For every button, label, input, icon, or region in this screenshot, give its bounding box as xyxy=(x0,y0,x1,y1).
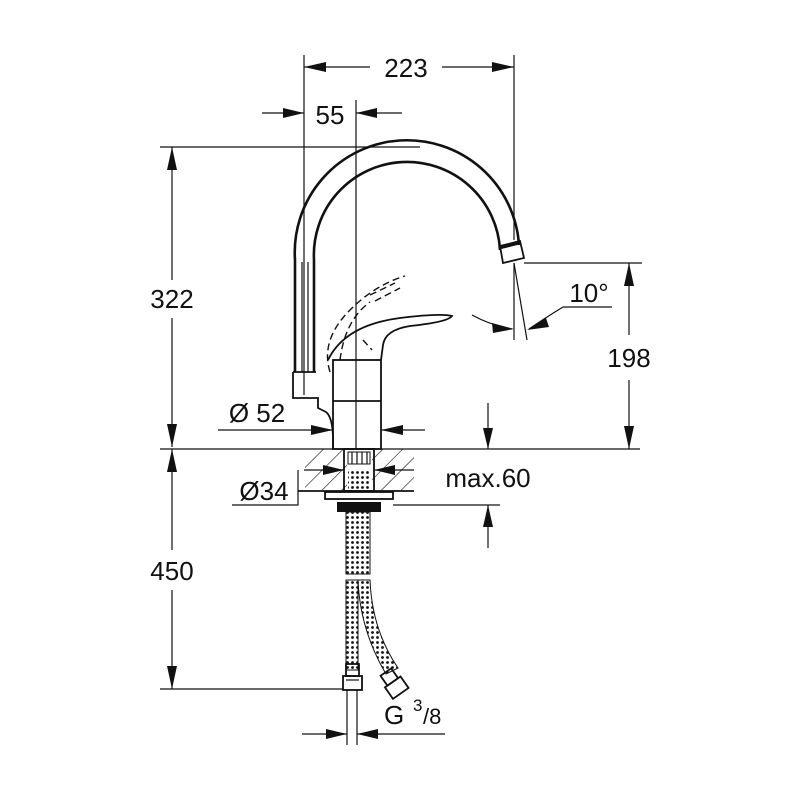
dimension-swivel-angle: 10° xyxy=(471,262,612,341)
dimension-hose-length: 450 xyxy=(150,449,343,690)
dimension-spout-height: 198 xyxy=(524,262,651,449)
lever-offset-label: 55 xyxy=(316,100,345,130)
deck-mounting-section xyxy=(298,448,414,512)
thread-numerator: 3 xyxy=(413,696,422,715)
spout-height-label: 198 xyxy=(607,343,650,373)
body-diameter-label: Ø 52 xyxy=(229,398,285,428)
hose-length-label: 450 xyxy=(150,556,193,586)
max-deck-label: max.60 xyxy=(445,463,530,493)
supply-hoses xyxy=(342,511,410,745)
dimension-spout-reach: 223 xyxy=(303,53,515,395)
faucet-spout xyxy=(292,138,526,413)
total-height-label: 322 xyxy=(150,284,193,314)
faucet-body xyxy=(325,359,382,450)
dimension-lever-offset: 55 xyxy=(262,100,402,450)
thread-g-label: G xyxy=(384,700,404,730)
hole-diameter-label: Ø34 xyxy=(239,476,288,506)
dimension-body-diameter: Ø 52 xyxy=(218,398,425,435)
thread-denominator: /8 xyxy=(423,704,441,729)
faucet-lever xyxy=(326,275,454,373)
dimension-total-height: 322 xyxy=(150,146,420,447)
spout-reach-label: 223 xyxy=(384,53,427,83)
dimension-connection-thread: G 3 /8 xyxy=(302,696,445,739)
swivel-angle-label: 10° xyxy=(569,278,608,308)
dimension-hole-diameter: Ø34 xyxy=(232,470,299,506)
dimension-max-deck: max.60 xyxy=(393,463,531,548)
